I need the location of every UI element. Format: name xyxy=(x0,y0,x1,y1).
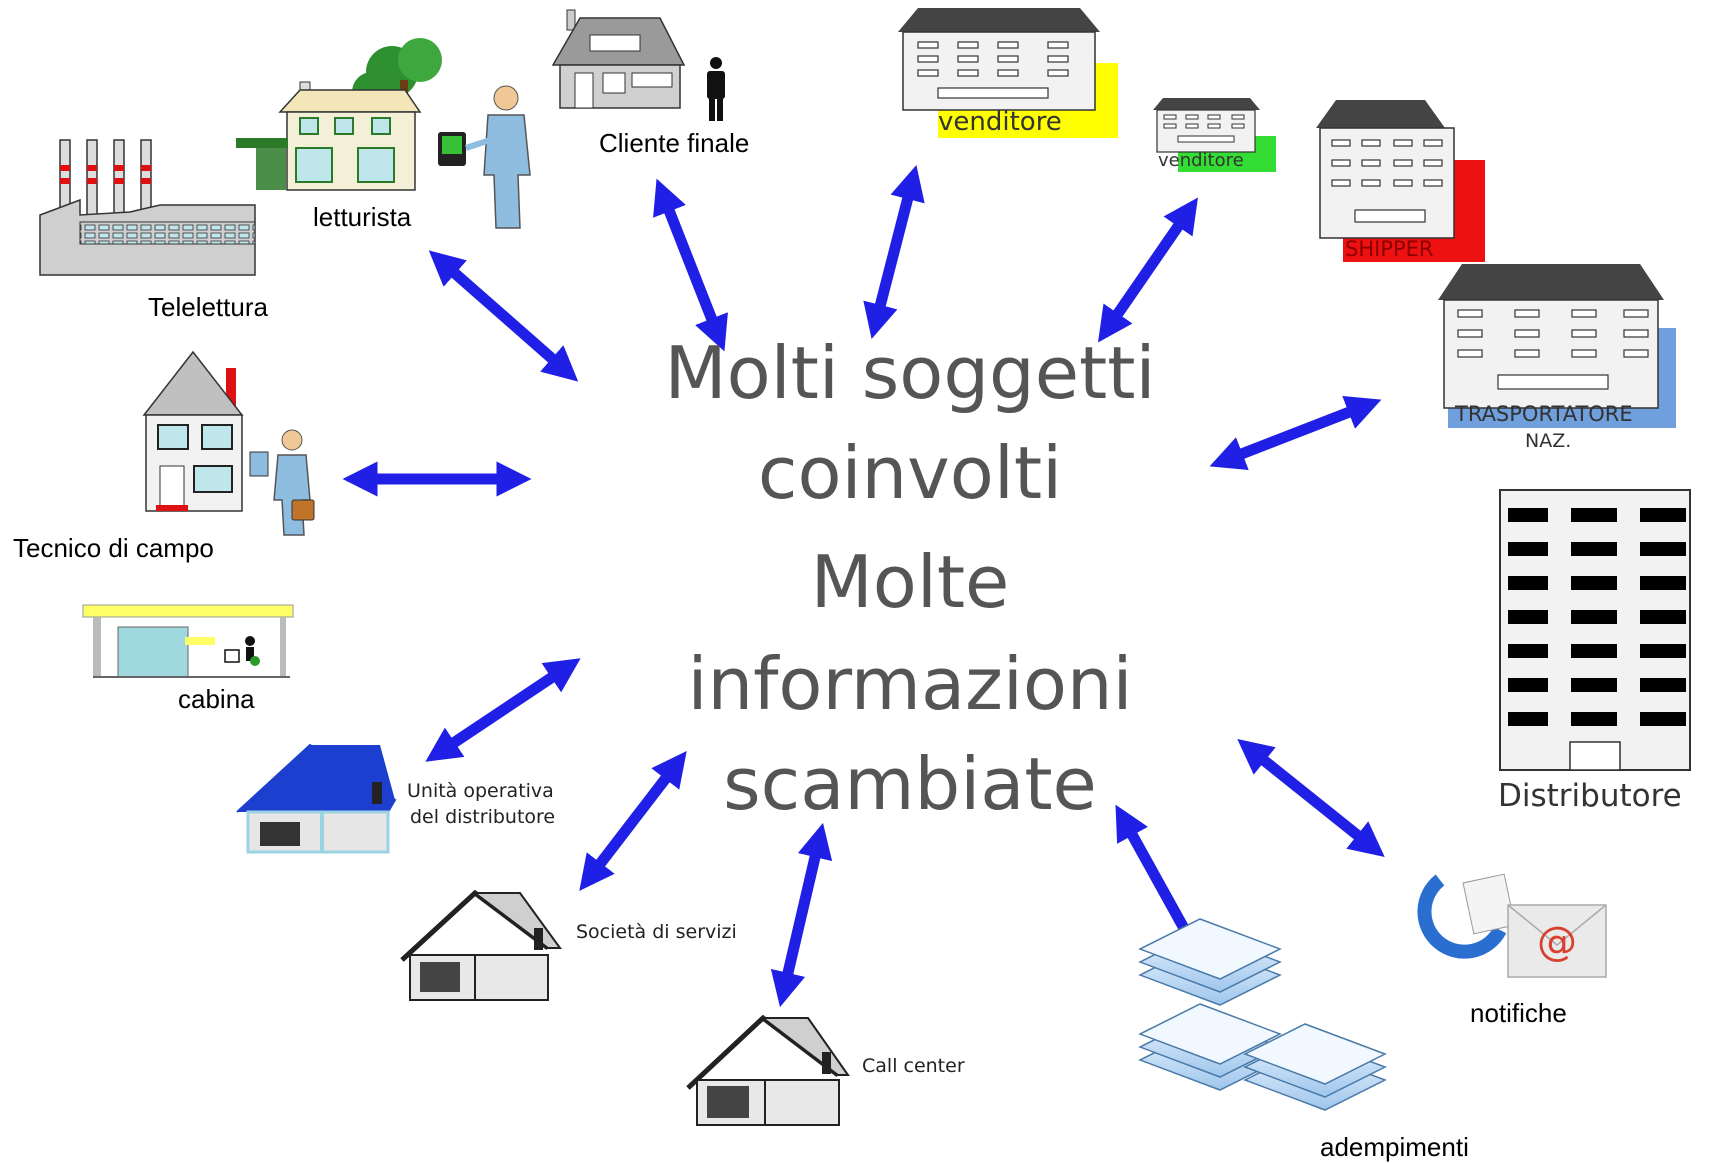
arrow-trasportatore xyxy=(1209,395,1382,471)
label-unita-operativa-line1: Unità operativa xyxy=(407,780,554,802)
arrow-letturista xyxy=(428,250,579,382)
telelettura-factory-icon xyxy=(39,139,256,276)
distributore-building-icon xyxy=(1499,489,1691,771)
svg-text:@: @ xyxy=(1537,919,1577,965)
letturista-person-icon xyxy=(438,85,531,229)
label-trasportatore-line1: TRASPORTATORE xyxy=(1455,402,1633,426)
label-venditore-small: venditore xyxy=(1158,150,1244,171)
label-cabina: cabina xyxy=(178,684,255,714)
center-text-line1: Molti soggetti xyxy=(664,331,1156,415)
label-telelettura: Telelettura xyxy=(148,292,268,322)
arrow-venditore-large xyxy=(863,164,925,340)
arrow-societa-servizi xyxy=(579,751,687,891)
label-letturista: letturista xyxy=(313,202,412,232)
label-unita-operativa-line2: del distributore xyxy=(410,806,556,828)
arrow-unita-operativa xyxy=(425,658,581,762)
label-cliente-finale: Cliente finale xyxy=(599,128,750,158)
arrow-venditore-small xyxy=(1098,197,1198,343)
label-notifiche: notifiche xyxy=(1470,998,1567,1028)
label-shipper: SHIPPER xyxy=(1345,237,1434,261)
cliente-finale-house-icon xyxy=(551,9,686,109)
venditore-small-building-icon xyxy=(1153,98,1276,172)
center-text-line3: Molte xyxy=(810,540,1010,624)
adempimenti-documents-icon xyxy=(1138,918,1387,1111)
cliente-finale-person-icon xyxy=(707,57,725,121)
trasportatore-building-icon xyxy=(1438,264,1676,428)
label-societa-di-servizi: Società di servizi xyxy=(576,921,737,943)
label-distributore: Distributore xyxy=(1498,778,1682,814)
venditore-large-building-icon xyxy=(898,8,1118,138)
tecnico-house-icon xyxy=(142,350,244,512)
label-tecnico-di-campo: Tecnico di campo xyxy=(13,533,214,563)
cabina-station-icon xyxy=(82,604,294,678)
call-center-house-icon xyxy=(686,1014,850,1126)
center-text-line2: coinvolti xyxy=(757,431,1063,515)
societa-servizi-house-icon xyxy=(400,889,562,1001)
arrow-cliente-finale xyxy=(653,178,728,352)
letturista-house-icon xyxy=(236,38,442,191)
shipper-building-icon xyxy=(1316,100,1485,262)
label-adempimenti: adempimenti xyxy=(1320,1132,1469,1162)
arrow-distributore xyxy=(1237,739,1385,857)
label-call-center: Call center xyxy=(862,1055,965,1077)
center-text-line4: informazioni xyxy=(687,642,1133,726)
notifiche-email-icon: @ xyxy=(1417,873,1607,978)
label-trasportatore-line2: NAZ. xyxy=(1525,430,1572,452)
arrow-call-center xyxy=(770,822,833,1008)
unita-operativa-house-icon xyxy=(236,743,397,854)
tecnico-person-icon xyxy=(249,429,315,536)
center-text-line5: scambiate xyxy=(723,742,1097,826)
label-venditore-large: venditore xyxy=(938,107,1062,137)
